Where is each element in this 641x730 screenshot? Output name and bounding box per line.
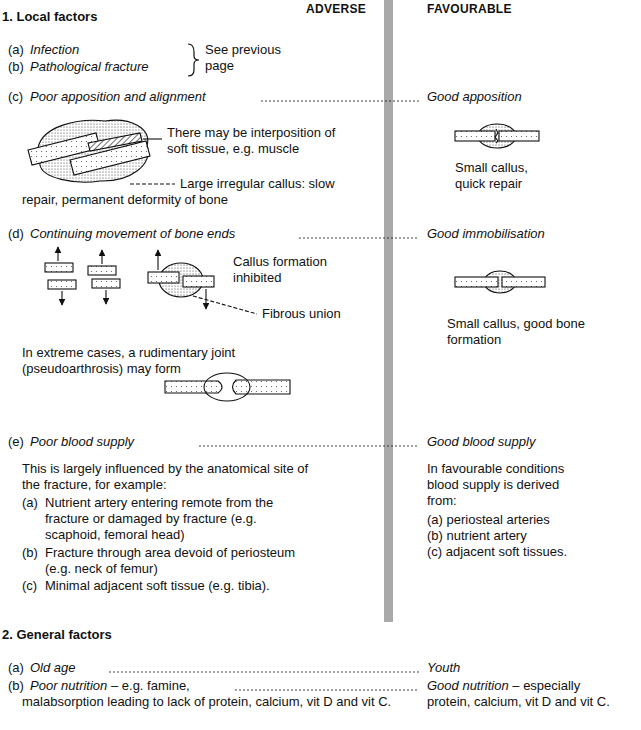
movement-figure [45,263,73,272]
note-text: Fracture through area devoid of perioste… [45,545,315,577]
list-marker: (b) [8,678,24,694]
malunion-figure [88,133,142,151]
factor-title: Infection [30,42,79,58]
list-marker: (a) [8,660,24,676]
movement-figure [148,272,179,283]
dot-leader [110,671,420,673]
column-heading: ADVERSE [306,1,366,17]
movement-figure [48,280,76,289]
immobilised-figure [455,277,498,287]
figure-label: Large irregular callus: slow repair, per… [22,176,335,207]
malunion-figure [28,120,175,184]
note-text: This is largely influenced by the anatom… [22,461,327,493]
figure-label: Small callus, good bone formation [447,316,587,348]
list-marker: (d) [8,226,24,242]
movement-figure [45,247,257,314]
list-marker: (e) [8,434,24,450]
favourable-title: Good blood supply [427,434,535,450]
list-marker: (b) [8,59,24,75]
factor-title: Continuing movement of bone ends [30,226,235,242]
figure-label: Small callus, quick repair [455,160,555,192]
note-text: In favourable conditions blood supply is… [427,461,587,509]
good-apposition-figure [499,131,539,141]
good-apposition-figure [455,131,495,141]
text-group: Large irregular callus: slow repair, per… [22,176,352,208]
factor-title: Poor blood supply [30,434,134,450]
dot-leader [200,445,420,447]
movement-figure [61,291,62,305]
favourable-title: Youth [427,660,460,676]
movement-figure [157,250,158,270]
pseudoarthrosis-figure [165,373,290,401]
note-text: In extreme cases, a rudimentary joint (p… [22,345,257,377]
column-divider [384,0,393,622]
wrap-spacer [607,678,637,694]
pseudoarthrosis-figure [233,380,291,394]
figure-label: Callus formation inhibited [233,254,358,286]
list-marker: (c) [22,578,37,594]
favourable-title: Good nutrition [427,678,509,693]
section-heading: 1. Local factors [2,9,97,25]
factor-title: Poor nutrition [30,678,107,693]
dot-leader [262,100,420,102]
list-marker: (b) [22,545,38,561]
good-apposition-figure [455,124,539,148]
list-marker: (c) [8,89,23,105]
figure-label: Fibrous union [262,306,341,322]
immobilised-figure [455,271,545,293]
dot-leader [236,689,420,691]
wrap-spacer [232,678,432,694]
section-heading: 2. General factors [2,627,112,643]
list-marker: (a) [8,42,24,58]
favourable-item: (a) periosteal arteries [427,512,550,528]
pseudoarthrosis-figure [204,373,250,401]
brace [188,44,199,76]
malunion-figure [143,138,162,139]
movement-figure [88,266,116,275]
note-text: Minimal adjacent soft tissue (e.g. tibia… [45,578,345,594]
movement-figure [92,279,120,288]
favourable-item: (c) adjacent soft tissues. [427,544,567,560]
immobilised-figure [502,277,545,287]
factor-title: Old age [30,660,76,676]
text-group: Poor nutrition– e.g. famine, malabsorpti… [22,678,432,710]
dot-leader [300,237,420,239]
pseudoarthrosis-figure [165,381,222,393]
text-group: Good nutrition– especially protein, calc… [427,678,637,710]
good-apposition-figure [495,129,498,143]
movement-figure [57,247,58,261]
movement-figure [105,290,106,304]
movement-figure [101,250,102,264]
brace [188,44,199,76]
note-text: Nutrient artery entering remote from the… [45,495,315,543]
favourable-title: Good apposition [427,89,522,105]
figure-label: There may be interposition of soft tissu… [167,125,339,157]
column-heading: FAVOURABLE [427,1,512,17]
wrap-spacer [22,176,180,192]
factor-title: Pathological fracture [30,59,149,75]
favourable-item: (b) nutrient artery [427,528,527,544]
malunion-figure [130,183,175,184]
cross-reference: See previous page [205,42,295,74]
movement-figure [183,276,214,287]
factor-title: Poor apposition and alignment [30,89,206,105]
movement-figure [193,296,257,314]
favourable-title: Good immobilisation [427,226,545,242]
list-marker: (a) [22,495,38,511]
